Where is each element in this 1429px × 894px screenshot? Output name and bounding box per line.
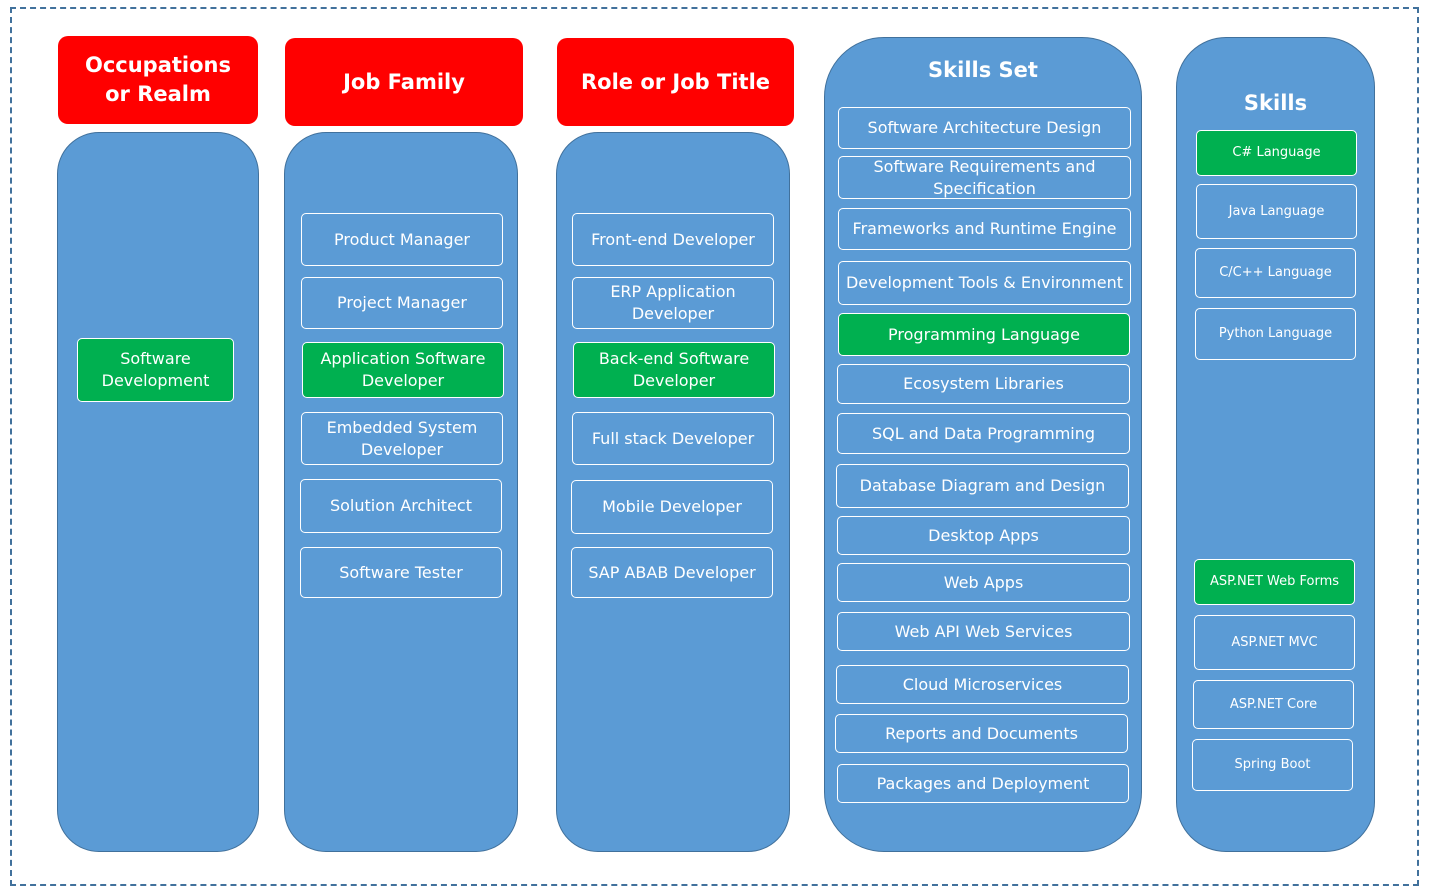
skill-item[interactable]: C/C++ Language [1195,248,1356,298]
skills-set-item[interactable]: Desktop Apps [837,516,1130,555]
job-family-item[interactable]: Project Manager [301,277,503,329]
role-item[interactable]: ERP Application Developer [572,277,774,329]
skill-item-selected[interactable]: C# Language [1196,130,1357,176]
job-family-item[interactable]: Product Manager [301,213,503,266]
skills-set-item[interactable]: Web API Web Services [837,612,1130,651]
skill-item[interactable]: Java Language [1196,184,1357,239]
header-job-family: Job Family [285,38,523,126]
role-item[interactable]: SAP ABAB Developer [571,547,773,598]
skills-set-item[interactable]: Ecosystem Libraries [837,364,1130,404]
role-item[interactable]: Front-end Developer [572,213,774,266]
role-item[interactable]: Mobile Developer [571,480,773,534]
skill-item[interactable]: Python Language [1195,308,1356,360]
job-family-item[interactable]: Solution Architect [300,479,502,533]
column-occupations [57,132,259,852]
skill-item-selected[interactable]: ASP.NET Web Forms [1194,559,1355,605]
skill-item[interactable]: Spring Boot [1192,739,1353,791]
job-family-item-selected[interactable]: Application Software Developer [302,342,504,398]
job-family-item[interactable]: Software Tester [300,547,502,598]
skills-set-item[interactable]: Frameworks and Runtime Engine [838,208,1131,250]
skills-set-item[interactable]: Cloud Microservices [836,665,1129,704]
skill-item[interactable]: ASP.NET Core [1193,680,1354,729]
skills-set-item[interactable]: Packages and Deployment [837,764,1129,803]
skills-set-item[interactable]: SQL and Data Programming [837,413,1130,454]
dashed-frame [10,7,1419,886]
job-family-item[interactable]: Embedded System Developer [301,412,503,465]
skills-set-item[interactable]: Web Apps [837,563,1130,602]
skills-set-item[interactable]: Reports and Documents [835,714,1128,753]
skills-set-item[interactable]: Software Requirements and Specification [838,156,1131,199]
role-item-selected[interactable]: Back-end Software Developer [573,342,775,398]
occupation-software-development[interactable]: Software Development [77,338,234,402]
skill-item[interactable]: ASP.NET MVC [1194,615,1355,670]
skills-set-item-selected[interactable]: Programming Language [838,313,1130,356]
skills-set-item[interactable]: Database Diagram and Design [836,464,1129,508]
skills-set-title: Skills Set [928,58,1038,82]
role-item[interactable]: Full stack Developer [572,412,774,465]
skills-set-item[interactable]: Software Architecture Design [838,107,1131,149]
header-role: Role or Job Title [557,38,794,126]
skills-set-item[interactable]: Development Tools & Environment [838,261,1131,305]
skills-title: Skills [1243,91,1308,115]
header-occupations: Occupations or Realm [58,36,258,124]
